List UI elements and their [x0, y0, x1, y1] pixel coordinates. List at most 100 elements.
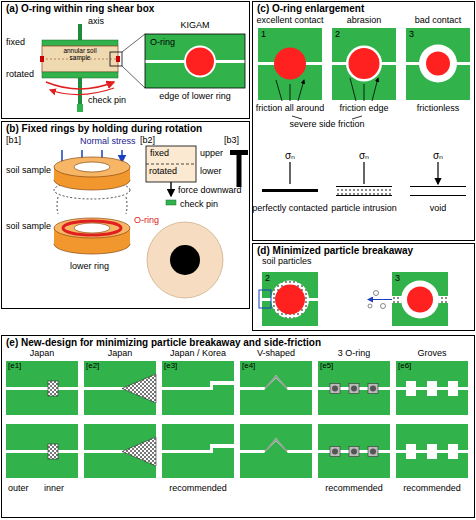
contact-cases — [349, 48, 380, 79]
breakaway — [271, 281, 309, 319]
label: 1 — [261, 30, 266, 40]
oring-detail — [145, 34, 245, 88]
design-variants — [6, 361, 468, 478]
panel-title: (b) Fixed rings by holding during rotati… — [6, 123, 202, 134]
contact-cases — [346, 46, 382, 82]
contact-cases — [419, 45, 457, 83]
label: force downward — [178, 186, 242, 196]
shear-box — [116, 56, 120, 62]
ring-pair — [54, 150, 130, 254]
label: upper — [200, 149, 223, 159]
panel-title: (c) O-ring enlargement — [257, 3, 364, 14]
label: void — [430, 204, 447, 214]
panel-title: (d) Minimized particle breakaway — [257, 245, 413, 256]
fixed-ring-schematic — [230, 150, 248, 155]
label: 2 — [335, 30, 340, 40]
label: inner — [44, 484, 64, 494]
fixed-ring-schematic — [170, 182, 171, 196]
design-variants — [240, 361, 312, 415]
design-variants — [396, 424, 468, 478]
breakaway — [401, 281, 439, 319]
breakaway — [407, 287, 433, 313]
label: recommended — [403, 484, 461, 494]
fixed-ring-schematic — [170, 245, 200, 275]
label: 3 — [395, 274, 400, 284]
breakaway — [275, 285, 305, 315]
label: bad contact — [415, 16, 462, 26]
panel-title: (a) O-ring within ring shear box — [6, 3, 154, 14]
shear-box — [77, 104, 83, 112]
design-variants — [318, 424, 390, 478]
design-variants — [84, 424, 156, 478]
label: Japan — [108, 349, 133, 359]
design-variants — [6, 361, 78, 415]
breakaway — [392, 272, 448, 326]
shear-box — [42, 40, 118, 46]
contact-cases — [350, 78, 378, 101]
shear-box — [42, 46, 118, 72]
label: soil sample — [6, 166, 51, 176]
contact-cases — [274, 48, 306, 80]
label: check pin — [88, 96, 126, 106]
fixed-ring-schematic — [237, 155, 242, 187]
label: rotated — [149, 167, 177, 177]
contact-cases — [290, 162, 438, 184]
design-variants — [240, 424, 312, 478]
label: Groves — [417, 349, 446, 359]
label: 3 — [409, 30, 414, 40]
label: [e2] — [86, 362, 99, 371]
design-variants — [6, 424, 78, 478]
label: Japan — [30, 349, 55, 359]
label: σₙ — [433, 150, 443, 161]
label: Japan / Korea — [170, 349, 226, 359]
label: recommended — [325, 484, 383, 494]
label: outer — [8, 484, 29, 494]
breakaway — [262, 272, 318, 326]
shear-box — [110, 52, 122, 66]
label: check pin — [180, 200, 218, 210]
label: 3 O-ring — [338, 349, 371, 359]
contact-cases — [332, 28, 396, 100]
oring-detail — [184, 46, 216, 78]
label: [e6] — [398, 362, 411, 371]
breakaway — [381, 304, 386, 309]
label: excellent contact — [256, 16, 323, 26]
label: V-shaped — [257, 349, 295, 359]
label: 2 — [265, 274, 270, 284]
label: KIGAM — [180, 21, 209, 31]
contact-cases — [336, 187, 466, 196]
label: σₙ — [359, 150, 369, 161]
oring-detail — [145, 34, 245, 88]
fixed-ring-schematic — [146, 146, 196, 182]
design-variants — [396, 361, 468, 415]
contact-cases — [292, 116, 362, 119]
contact-cases — [262, 189, 318, 192]
label: soil sample — [6, 222, 51, 232]
shear-box — [46, 82, 114, 89]
label: lower ring — [70, 262, 109, 272]
panel-title: (e) New-design for minimizing particle b… — [6, 337, 321, 348]
label: particle intrusion — [331, 204, 397, 214]
label: lower — [200, 167, 222, 177]
shear-box — [40, 24, 145, 112]
ring-pair — [54, 157, 130, 177]
fixed-ring-schematic — [146, 164, 196, 165]
shear-box — [42, 72, 118, 78]
label: [e4] — [242, 362, 255, 371]
ring-pair — [74, 223, 110, 233]
label: O-ring — [150, 38, 175, 48]
breakaway — [368, 304, 372, 308]
label: soil particles — [262, 257, 312, 267]
breakaway — [374, 291, 379, 296]
breakaway — [368, 299, 392, 300]
label: Normal stress — [80, 137, 136, 147]
label: rotated — [6, 70, 34, 80]
ring-pair — [63, 221, 121, 235]
contact-cases — [276, 80, 304, 101]
ring-pair — [54, 218, 130, 238]
label: σₙ — [285, 150, 295, 161]
breakaway — [259, 272, 448, 326]
label: annular soil sample — [62, 47, 98, 61]
fixed-ring-schematic — [166, 200, 176, 205]
